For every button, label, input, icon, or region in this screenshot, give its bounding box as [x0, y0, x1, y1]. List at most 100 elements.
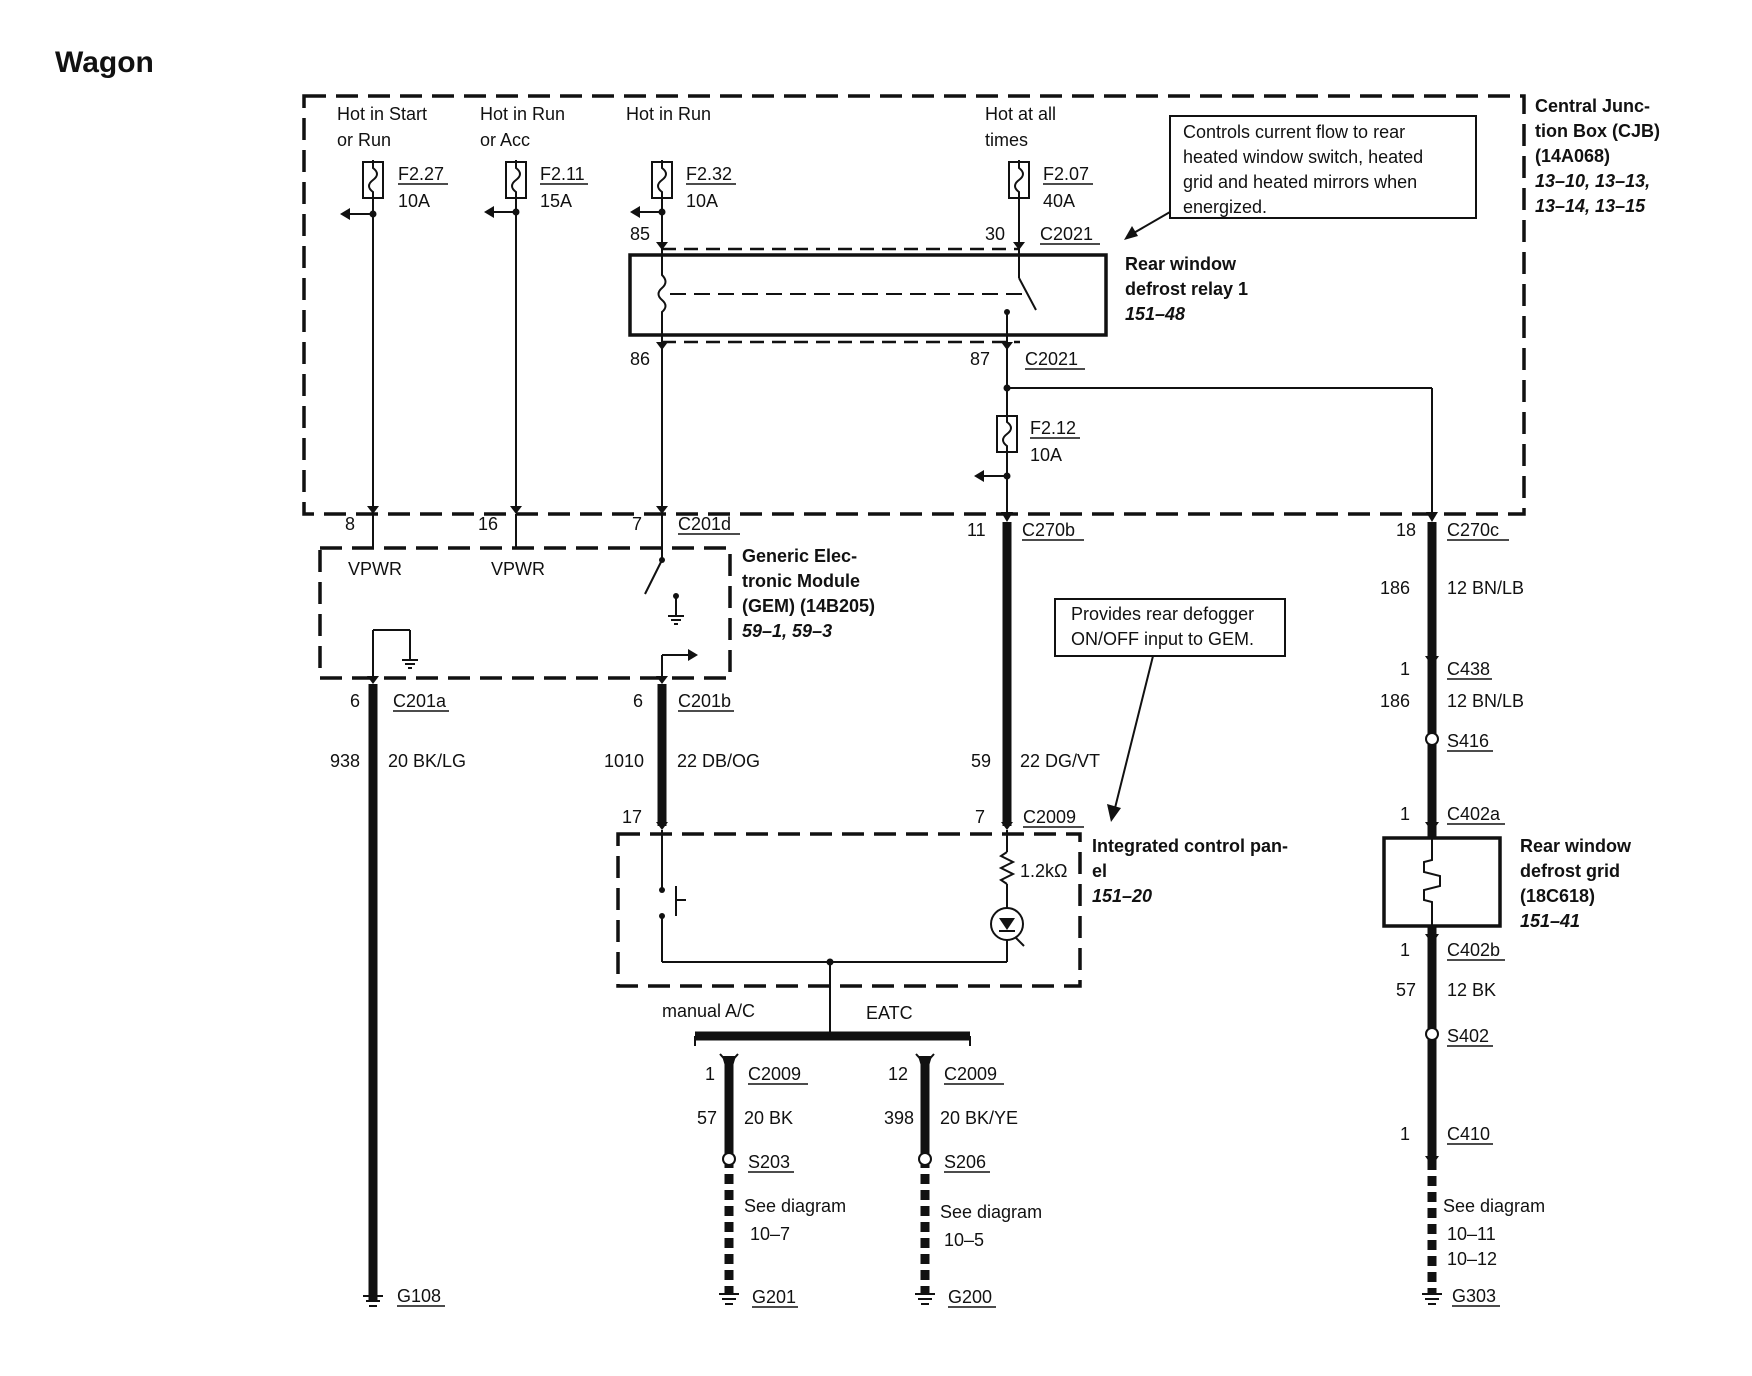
gem-refs: 59–1, 59–3	[742, 621, 832, 641]
icp-pin-7: 7	[975, 807, 985, 827]
c438-pin: 1	[1400, 659, 1410, 679]
supply-1-label-1: Hot in Start	[337, 104, 427, 124]
cjb-title-3: (14A068)	[1535, 146, 1610, 166]
relay-title-2: defrost relay 1	[1125, 279, 1248, 299]
gem-title-2: tronic Module	[742, 571, 860, 591]
ground-g108: G108	[397, 1286, 441, 1306]
grid-see-2: 10–11	[1447, 1224, 1496, 1244]
grid-ref: 151–41	[1520, 911, 1580, 931]
fuse-f2-32-amps: 10A	[686, 191, 718, 211]
eatc-circuit: 398	[884, 1108, 914, 1128]
connector-marker	[722, 1056, 736, 1066]
note-line-2: heated window switch, heated	[1183, 147, 1423, 167]
fuse-link	[657, 160, 667, 200]
c402b-connector: C402b	[1447, 940, 1500, 960]
relay-out-connector: C270b	[1022, 520, 1075, 540]
fuse-f2-27-name: F2.27	[398, 164, 444, 184]
gem-out-right-connector: C201b	[678, 691, 731, 711]
fuse-f2-12-link	[1002, 414, 1012, 454]
splice-s416: S416	[1447, 731, 1489, 751]
fuse-f2-07: F2.07 40A	[1008, 160, 1093, 211]
grid-see-1: See diagram	[1443, 1196, 1545, 1216]
relay-pin-85: 85	[630, 224, 650, 244]
relay-connector-bottom: C2021	[1025, 349, 1078, 369]
icp-internals: 1.2kΩ	[659, 830, 1067, 990]
pin-marker	[367, 506, 379, 514]
gem-boundary	[318, 546, 732, 680]
fuse-f2-07-amps: 40A	[1043, 191, 1075, 211]
c402a-connector: C402a	[1447, 804, 1501, 824]
cjb-title-1: Central Junc-	[1535, 96, 1650, 116]
relay-output-wiring: F2.12 10A	[974, 348, 1433, 512]
wire-186-circuit-2: 186	[1380, 691, 1410, 711]
gem-label: Generic Elec- tronic Module (GEM) (14B20…	[742, 546, 875, 641]
fuse-f2-27: F2.27 10A	[362, 160, 448, 211]
c410-connector: C410	[1447, 1124, 1490, 1144]
gem-connector-c201d: C201d	[678, 514, 731, 534]
eatc-splice: S206	[944, 1152, 986, 1172]
splice-node	[1425, 1027, 1439, 1041]
eatc-wire: 20 BK/YE	[940, 1108, 1018, 1128]
manual-ac-splice: S203	[748, 1152, 790, 1172]
splice-s402: S402	[1447, 1026, 1489, 1046]
manual-ac-wire: 20 BK	[744, 1108, 793, 1128]
gem-out-left-connector: C201a	[393, 691, 447, 711]
pin-marker	[656, 506, 668, 514]
relay-connector-top: C2021	[1040, 224, 1093, 244]
note-line-1: Controls current flow to rear	[1183, 122, 1405, 142]
wire-938-color: 20 BK/LG	[388, 751, 466, 771]
wire-59-color: 22 DG/VT	[1020, 751, 1100, 771]
wire-186-circuit-1: 186	[1380, 578, 1410, 598]
connector-marker	[1425, 1156, 1439, 1166]
eatc-connector: C2009	[944, 1064, 997, 1084]
icp-resistor-value: 1.2kΩ	[1020, 861, 1067, 881]
grid-feed-pin-18: 18	[1396, 520, 1416, 540]
relay-coil	[657, 246, 667, 348]
icp-title-2: el	[1092, 861, 1107, 881]
ground-branches: manual A/C EATC	[662, 990, 971, 1046]
fuse-f2-11-name: F2.11	[540, 164, 585, 184]
wire-57-grid-color: 12 BK	[1447, 980, 1496, 1000]
tap-arrow	[974, 470, 984, 482]
fuse-f2-12-name: F2.12	[1030, 418, 1076, 438]
ground-branch-manual-ac: 1 C2009 57 20 BK S203 See diagram 10–7 G…	[697, 1053, 846, 1308]
supply-2-label-1: Hot in Run	[480, 104, 565, 124]
branch-label-eatc: EATC	[866, 1003, 913, 1023]
wire-938-circuit: 938	[330, 751, 360, 771]
manual-ac-circuit: 57	[697, 1108, 717, 1128]
wire-57-grid-circuit: 57	[1396, 980, 1416, 1000]
fuse-f2-12-amps: 10A	[1030, 445, 1062, 465]
note-pointer	[1131, 211, 1171, 235]
note-box	[1169, 115, 1477, 219]
splice-node	[722, 1152, 736, 1166]
note-box	[1054, 598, 1286, 657]
connector-marker	[1425, 934, 1439, 944]
relay-pin-87: 87	[970, 349, 990, 369]
wire-186-color-2: 12 BN/LB	[1447, 691, 1524, 711]
fuse-f2-11: F2.11 15A	[505, 160, 588, 211]
c402a-pin: 1	[1400, 804, 1410, 824]
grid-feed-connector: C270c	[1447, 520, 1499, 540]
fuse-f2-27-amps: 10A	[398, 191, 430, 211]
icp-connector: C2009	[1023, 807, 1076, 827]
c402b-pin: 1	[1400, 940, 1410, 960]
cjb-exit-connectors	[367, 506, 1438, 522]
pin-marker	[1426, 512, 1438, 522]
gem-defogger-input	[661, 649, 698, 680]
branch-label-manual-ac: manual A/C	[662, 1001, 755, 1021]
cjb-boundary	[302, 94, 1526, 516]
relay-title-1: Rear window	[1125, 254, 1237, 274]
splice-node	[918, 1152, 932, 1166]
gem-out-right-pin: 6	[633, 691, 643, 711]
grid-title-3: (18C618)	[1520, 886, 1595, 906]
switch-blade	[644, 559, 663, 595]
tap-arrow	[484, 206, 494, 218]
gem-vpwr-1: VPWR	[348, 559, 402, 579]
icp-boundary	[616, 832, 1082, 988]
relay-pin-86: 86	[630, 349, 650, 369]
manual-ac-see-2: 10–7	[750, 1224, 790, 1244]
icp-title-1: Integrated control pan-	[1092, 836, 1288, 856]
cjb-refs-2: 13–14, 13–15	[1535, 196, 1646, 216]
pin-marker	[656, 822, 668, 830]
